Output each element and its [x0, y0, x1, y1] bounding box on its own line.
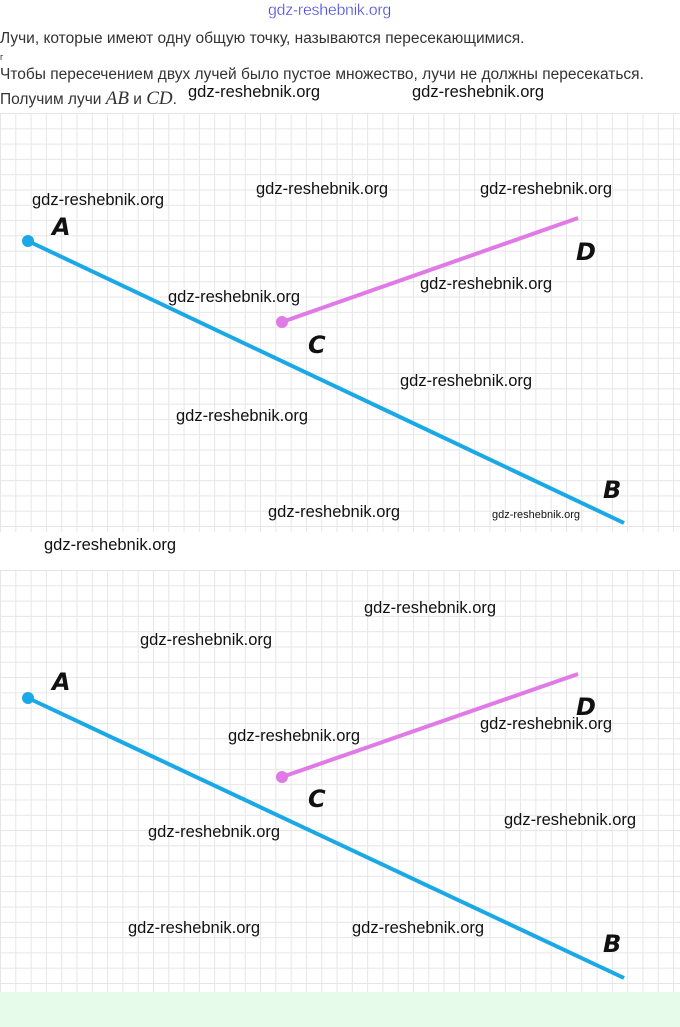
label-c: C: [308, 785, 326, 813]
condition-text: Чтобы пересечением двух лучей было пусто…: [0, 66, 644, 83]
diagram-1: A B C D: [0, 113, 680, 532]
diagram-2: A B C D: [0, 570, 680, 992]
watermark: gdz-reshebnik.org: [188, 83, 321, 101]
definition-text: Лучи, которые имеют одну общую точку, на…: [0, 30, 525, 47]
watermark: gdz-reshebnik.org: [504, 811, 637, 829]
watermark: gdz-reshebnik.org: [480, 715, 613, 733]
watermark: gdz-reshebnik.org: [176, 407, 309, 425]
period: .: [172, 91, 177, 108]
watermark: gdz-reshebnik.org: [256, 180, 389, 198]
label-b: B: [603, 476, 621, 504]
point-c: [276, 316, 288, 328]
point-a: [22, 692, 34, 704]
conj: и: [128, 91, 147, 108]
result-text: Получим лучи AB и CD.: [0, 88, 177, 110]
watermark: gdz-reshebnik.org: [268, 503, 401, 521]
watermark: gdz-reshebnik.org: [228, 727, 361, 745]
label-d: D: [576, 693, 596, 721]
ray-ab-name: AB: [105, 88, 129, 109]
ray-cd: [281, 672, 579, 779]
watermark: gdz-reshebnik.org: [412, 83, 545, 101]
label-d: D: [576, 238, 596, 266]
watermark: gdz-reshebnik.org: [352, 919, 485, 937]
footer-strip: [0, 992, 680, 1027]
header-watermark: gdz-reshebnik.org: [268, 2, 392, 19]
point-c: [276, 771, 288, 783]
label-c: C: [308, 331, 326, 359]
label-a: A: [50, 668, 71, 696]
watermark: gdz-reshebnik.org: [128, 919, 261, 937]
marker-text: г: [0, 52, 4, 62]
watermark: gdz-reshebnik.org: [140, 631, 273, 649]
ray-cd: [281, 216, 579, 324]
watermark: gdz-reshebnik.org: [480, 180, 613, 198]
watermark: gdz-reshebnik.org: [148, 823, 281, 841]
point-a: [22, 235, 34, 247]
watermark: gdz-reshebnik.org: [420, 275, 553, 293]
watermark: gdz-reshebnik.org: [168, 288, 301, 306]
label-b: B: [603, 930, 621, 958]
watermark: gdz-reshebnik.org: [32, 191, 165, 209]
ray-cd-name: CD: [146, 88, 173, 109]
ray-ab: [27, 696, 625, 980]
label-a: A: [50, 213, 71, 241]
watermark: gdz-reshebnik.org: [400, 372, 533, 390]
result-prefix: Получим лучи: [0, 91, 106, 108]
ray-ab: [27, 239, 625, 525]
watermark: gdz-reshebnik.org: [492, 509, 581, 521]
watermark: gdz-reshebnik.org: [44, 536, 177, 554]
watermark: gdz-reshebnik.org: [364, 599, 497, 617]
